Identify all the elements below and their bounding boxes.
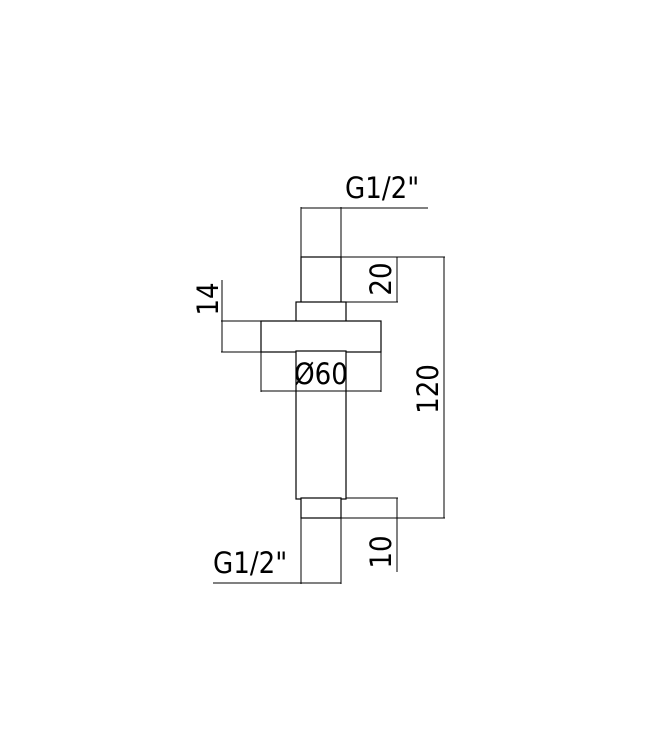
pipe-body-outline (295, 350, 347, 500)
top-collar-outline (295, 301, 347, 323)
dim-20-label: 20 (364, 262, 398, 295)
thread-top-label: G1/2" (345, 171, 419, 205)
dimension-diameter (260, 352, 382, 392)
flange-outline (260, 320, 382, 353)
dimension-14 (221, 280, 261, 353)
dimension-120 (341, 257, 445, 519)
dimension-thread-bottom (213, 518, 342, 584)
top-thread-outline (300, 256, 342, 304)
dimension-20 (341, 256, 445, 303)
dim-14-label: 14 (191, 282, 225, 315)
dim-120-label: 120 (411, 364, 445, 414)
dim-10-label: 10 (364, 535, 398, 568)
dimension-10 (346, 497, 398, 572)
bottom-thread-outline (300, 497, 342, 519)
thread-bottom-label: G1/2" (213, 546, 287, 580)
dimension-thread-top (300, 207, 428, 257)
dim-diameter-label: Ø60 (294, 357, 348, 391)
